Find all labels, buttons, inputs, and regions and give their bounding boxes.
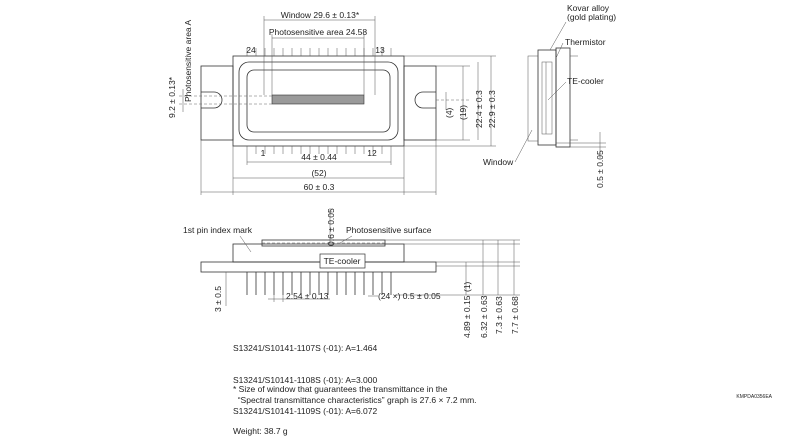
top-pin-row	[246, 48, 392, 56]
front-body	[232, 243, 405, 263]
kovar-label: Kovar alloy (gold plating)	[567, 3, 616, 22]
dim-60-label: 60 ± 0.3	[304, 182, 335, 192]
dim-1-label: (1)	[462, 281, 472, 292]
pin-1-label: 1	[261, 148, 266, 158]
dim-52-label: (52)	[311, 168, 326, 178]
dim-19-label: (19)	[458, 105, 468, 120]
left-mounting-slot	[201, 91, 223, 109]
dim-9-2-label: 9.2 ± 0.13*	[167, 76, 177, 118]
dim-0-5-label: 0.5 ± 0.05	[595, 150, 605, 188]
photosensitive-surface-label: Photosensitive surface	[346, 225, 432, 235]
dim-4-label: (4)	[444, 107, 454, 118]
front-base-flange	[200, 261, 437, 273]
window-callout-label: Window	[483, 157, 514, 167]
pin-12-label: 12	[367, 148, 377, 158]
dim-pins-label: (24 ×) 0.5 ± 0.05	[378, 291, 441, 301]
dim-44-label: 44 ± 0.44	[301, 152, 337, 162]
front-te-cooler-box	[319, 253, 366, 269]
side-te-cooler	[541, 61, 553, 135]
dim-4-89-label: 4.89 ± 0.15	[462, 295, 472, 338]
top-view: Window 29.6 ± 0.13* Photosensitive area …	[167, 10, 497, 195]
bottom-pin-row	[246, 146, 392, 154]
thermistor-label: Thermistor	[565, 37, 606, 47]
dimensional-drawing: Window 29.6 ± 0.13* Photosensitive area …	[167, 3, 773, 400]
side-body	[537, 49, 557, 146]
side-view: Kovar alloy (gold plating) Thermistor TE…	[483, 3, 616, 188]
front-view: TE-cooler 1st pin index mark Photosensit…	[183, 208, 520, 338]
dim-6-32-label: 6.32 ± 0.63	[479, 295, 489, 338]
photosensitive-area-a-label: Photosensitive area A	[183, 19, 193, 102]
notes: * Size of window that guarantees the tra…	[233, 363, 477, 447]
front-pins	[246, 272, 392, 295]
pin-13-label: 13	[375, 45, 385, 55]
window-inner-frame	[246, 69, 391, 133]
window-outer-frame	[238, 61, 399, 141]
dim-7-7-label: 7.7 ± 0.68	[510, 296, 520, 334]
model-line: S13241/S10141-1108S (-01): A=3.000	[233, 374, 378, 385]
right-flange	[403, 65, 437, 141]
photosensitive-dim-label: Photosensitive area 24.58	[269, 27, 368, 37]
weight-note: Weight: 38.7 g	[233, 426, 288, 436]
window-note: * Size of window that guarantees the tra…	[233, 384, 477, 405]
pin-24-label: 24	[246, 45, 256, 55]
dim-7-3-label: 7.3 ± 0.63	[494, 296, 504, 334]
dim-2-54-label: 2.54 ± 0.13	[286, 291, 329, 301]
dim-22-4-label: 22.4 ± 0.3	[474, 90, 484, 128]
front-tecooler-label: TE-cooler	[324, 256, 361, 266]
right-mounting-slot	[414, 91, 436, 109]
side-cap	[555, 47, 571, 148]
photosensitive-area	[271, 94, 365, 105]
dim-0-6-label: 0.6 ± 0.05	[326, 208, 336, 246]
window-dim-label: Window 29.6 ± 0.13*	[281, 10, 360, 20]
left-flange	[200, 65, 234, 141]
pin-index-label: 1st pin index mark	[183, 225, 253, 235]
side-window	[527, 55, 539, 142]
package-body	[232, 55, 405, 147]
kovar-line-1: Kovar alloy	[567, 3, 610, 13]
dim-3-label: 3 ± 0.5	[213, 286, 223, 312]
drawing-code: KMPDA0356EA	[736, 394, 772, 400]
kovar-line-2: (gold plating)	[567, 12, 616, 22]
dim-22-9-label: 22.9 ± 0.3	[487, 90, 497, 128]
model-line: S13241/S10141-1107S (-01): A=1.464	[233, 343, 378, 353]
side-tecooler-label: TE-cooler	[567, 76, 604, 86]
